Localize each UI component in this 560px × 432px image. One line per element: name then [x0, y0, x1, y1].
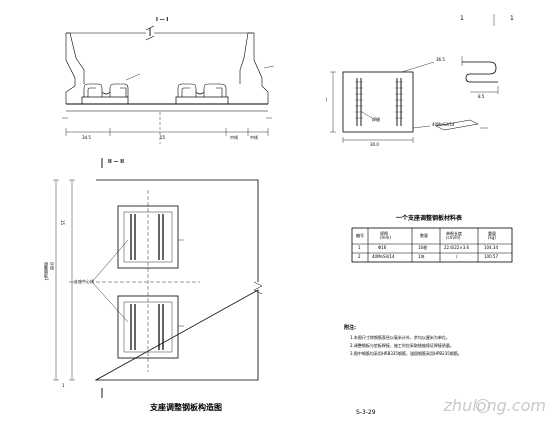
plan-side-label-bottom: 调整钢板1: [44, 262, 49, 281]
table-cell: 40MnSiV14: [372, 254, 395, 259]
table-header-cell: 规格 (mm): [380, 231, 391, 240]
note-item: 1.本图尺寸除钢筋直径以毫米计外，余均以厘米为单位。: [350, 335, 450, 340]
elevation-dim-mid: 55: [160, 135, 166, 140]
table-header-cell: 编号: [356, 233, 364, 238]
plan-side-label-top: 15: [60, 220, 65, 226]
material-table: [351, 227, 513, 263]
table-cell: 1: [358, 245, 361, 250]
table-cell: Φ16: [378, 245, 387, 250]
elevation-dim-right-1: 中线: [230, 135, 238, 140]
plan-section: [53, 158, 263, 398]
table-cell: 1块: [418, 254, 425, 259]
plan-dim-bottom: 1: [62, 383, 65, 388]
table-cell: /: [456, 254, 458, 259]
drawing-number: S-3-29: [356, 409, 376, 416]
elevation-dim-left: 34.5: [82, 135, 91, 140]
table-cell: 104.34: [484, 245, 498, 250]
elevation-title: I — I: [156, 17, 169, 23]
detail-dim-2: 36.5: [436, 57, 445, 62]
table-cell: 16根: [418, 245, 428, 250]
table-header-cell: 数量: [420, 233, 428, 238]
plan-title: II — II: [108, 159, 124, 165]
elevation-section: [62, 25, 275, 144]
plan-side-label-bottom2: 中线: [50, 262, 55, 270]
drawing-title: 支座调整钢板构造图: [150, 403, 222, 412]
watermark-logo-icon: [476, 399, 490, 413]
table-cell: 22.6/22×3.6: [444, 245, 470, 250]
elevation-dim-right-2: 中线: [250, 135, 258, 140]
table-header-cell: 单根长度 (cm/m): [446, 231, 462, 240]
detail-dim-3: 8.5: [478, 94, 485, 99]
detail-row-label: I: [326, 97, 328, 102]
detail-dim-1: 30.0: [370, 142, 379, 147]
plan-center-label: 支座中心线: [74, 279, 94, 284]
note-item: 3.图中钢筋均采用HRB335钢筋，锚固钢筋采用HPB235钢筋。: [350, 351, 462, 356]
detail-plate-label: 40MnSiV14: [432, 122, 455, 127]
note-item: 2.调整钢板与垫板焊接，施工时应采取措施保证焊接质量。: [350, 343, 454, 348]
page-total: 1: [510, 15, 514, 22]
table-cell: 100.57: [484, 254, 498, 259]
table-title: 一个支座调整钢板材料表: [396, 215, 463, 222]
plate-detail: [330, 56, 499, 143]
table-cell: 2: [358, 254, 361, 259]
page-number: 1: [460, 15, 464, 22]
detail-weld-label: 焊缝: [372, 117, 380, 122]
table-header-cell: 重量 (kg): [488, 231, 496, 240]
notes-heading: 附注:: [344, 325, 356, 331]
watermark-text: zhulong.com: [443, 396, 546, 415]
